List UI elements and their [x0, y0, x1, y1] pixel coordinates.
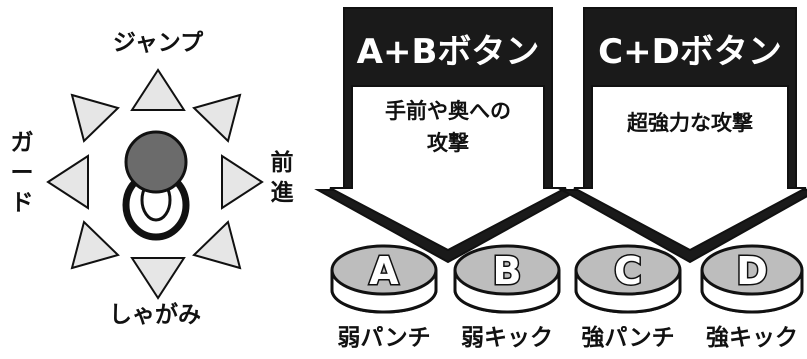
panel-ab-title: A+Bボタン: [357, 32, 540, 72]
panel-cd-title: C+Dボタン: [598, 32, 782, 72]
panel-ab-inner: [329, 85, 567, 252]
button-a-letter: A: [369, 249, 399, 293]
button-a: A: [330, 244, 438, 314]
arrow-up-right: [192, 93, 242, 143]
button-c-label: 強パンチ: [581, 325, 674, 351]
panel-cd: C+Dボタン 超強力な攻撃: [558, 7, 807, 264]
arrow-down-left: [70, 220, 120, 270]
label-jump: ジャンプ: [113, 30, 204, 56]
panel-ab: A+Bボタン 手前や奥への 攻撃: [314, 7, 582, 264]
joystick-stick: [122, 130, 190, 241]
button-b-label: 弱キック: [461, 325, 553, 351]
arrow-up: [130, 68, 186, 111]
button-d-letter: D: [736, 249, 768, 293]
panel-ab-desc-line1: 手前や奥への: [385, 99, 511, 123]
button-row: A 弱パンチ B 弱キック C 強パンチ D 強キック: [330, 244, 804, 351]
label-guard-char-2: ド: [11, 190, 34, 216]
button-a-label: 弱パンチ: [337, 325, 430, 351]
label-forward: 前 進: [271, 149, 294, 206]
button-c-letter: C: [614, 249, 642, 293]
button-b: B: [453, 244, 561, 314]
arrow-down-right: [192, 220, 242, 270]
label-guard-char-0: ガ: [11, 130, 34, 156]
arrow-up-left: [70, 93, 120, 143]
arrow-left: [46, 154, 89, 210]
arrow-down: [130, 257, 186, 300]
arrow-right: [221, 154, 264, 210]
joystick-ball: [124, 130, 188, 194]
joystick-diagram: ジャンプ しゃがみ ガ ー ド 前 進: [11, 30, 294, 328]
label-crouch: しゃがみ: [109, 301, 201, 328]
label-forward-char-1: 進: [271, 180, 294, 206]
label-forward-char-0: 前: [271, 149, 294, 176]
panel-cd-desc-line1: 超強力な攻撃: [627, 111, 753, 135]
button-d: D: [700, 244, 804, 314]
button-b-letter: B: [493, 249, 522, 293]
panel-ab-desc-line2: 攻撃: [427, 131, 469, 155]
label-guard: ガ ー ド: [11, 130, 34, 216]
label-guard-char-1: ー: [11, 160, 34, 186]
button-d-label: 強キック: [706, 325, 798, 351]
button-c: C: [574, 244, 682, 314]
panel-cd-inner: [573, 85, 807, 252]
